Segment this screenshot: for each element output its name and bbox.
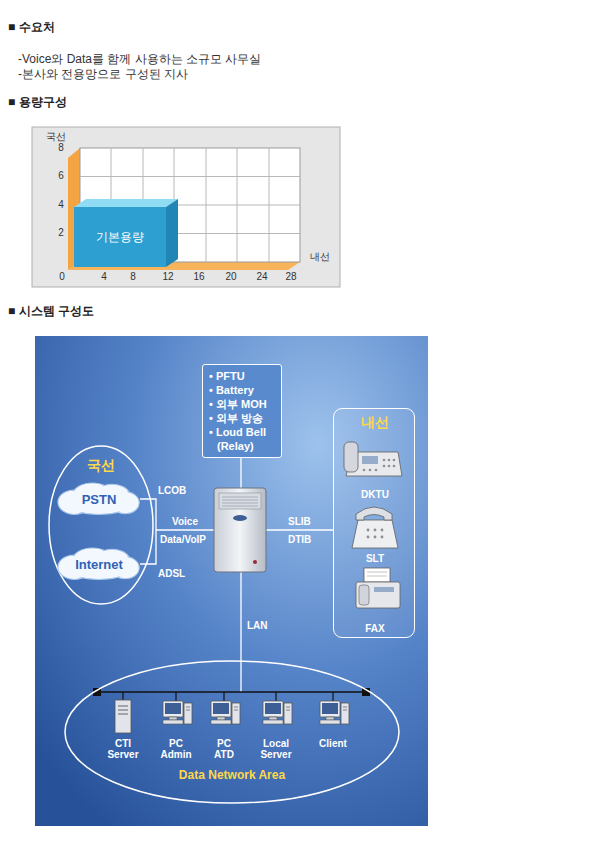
tick-label: 24 <box>256 271 267 283</box>
section-heading: ■ 수요처 <box>8 20 55 34</box>
ellipse-outline <box>65 661 399 803</box>
network-cloud: Internet <box>58 548 140 580</box>
computers <box>115 700 349 733</box>
interface-label: DTIB <box>288 534 311 546</box>
tick-label: 6 <box>58 170 64 182</box>
interface-label: Voice <box>172 516 198 528</box>
node-text: • PFTU <box>209 369 276 383</box>
tick-label: 28 <box>285 271 296 283</box>
interface-label: LCOB <box>158 485 186 497</box>
device-label: PC ATD <box>214 738 234 760</box>
network-cloud: PSTN <box>58 483 140 515</box>
tick-label: 16 <box>193 271 204 283</box>
device-label: Client <box>319 738 347 749</box>
system-unit <box>214 488 266 572</box>
node-text: • Loud Bell (Relay) <box>209 425 276 453</box>
node-text: • 외부 MOH <box>209 397 276 411</box>
tick-label: 0 <box>59 271 65 283</box>
node-text: Internet <box>75 557 123 572</box>
capacity-chart <box>32 127 340 287</box>
section-heading: ■ 용량구성 <box>8 95 67 109</box>
device-label: SLT <box>366 553 384 564</box>
system-panel <box>35 336 428 826</box>
area-title: Data Network Area <box>179 768 285 782</box>
option-box: • PFTU• Battery• 외부 MOH• 외부 방송• Loud Bel… <box>202 364 282 458</box>
group-heading: 내선 <box>361 414 389 432</box>
lan-bus <box>93 688 370 701</box>
ellipse-outline <box>64 660 400 804</box>
ellipse-outline <box>49 446 153 604</box>
extension-group: 내선 DKTU SLT FAX <box>333 408 415 638</box>
section-heading: ■ 시스템 구성도 <box>8 304 94 318</box>
data-network-area: CTI Server PC Admin PC ATD Local Server Clie… <box>64 660 400 804</box>
device-label: PC Admin <box>160 738 191 760</box>
note-line: -본사와 전용망으로 구성된 지사 <box>18 67 188 81</box>
trunk-group: 국선 PSTN Internet <box>48 445 154 605</box>
group-heading: 국선 <box>87 457 115 475</box>
node-text: PSTN <box>82 492 117 507</box>
wires <box>140 458 333 692</box>
tick-label: 12 <box>162 271 173 283</box>
capacity-block: 기본용량 <box>74 207 166 267</box>
interface-label: Data/VoIP <box>160 534 206 546</box>
device-label: DKTU <box>361 489 389 500</box>
node-text: • 외부 방송 <box>209 411 276 425</box>
axis-title: 내선 <box>310 251 330 263</box>
server-tower <box>115 700 131 733</box>
interface-label: ADSL <box>158 568 185 580</box>
node-text: • Battery <box>209 383 276 397</box>
tick-label: 20 <box>225 271 236 283</box>
device-label: Local Server <box>260 738 291 760</box>
interface-label: SLIB <box>288 516 311 528</box>
axis-title: 국선 <box>46 131 66 143</box>
tick-label: 4 <box>58 199 64 211</box>
tick-label: 4 <box>101 271 107 283</box>
tick-label: 8 <box>130 271 136 283</box>
device-label: FAX <box>365 623 384 634</box>
tick-label: 2 <box>58 227 64 239</box>
note-line: -Voice와 Data를 함께 사용하는 소규모 사무실 <box>18 52 261 66</box>
device-label: CTI Server <box>107 738 138 760</box>
node-text: 기본용량 <box>96 229 144 246</box>
tick-label: 8 <box>58 142 64 154</box>
interface-label: LAN <box>247 620 268 632</box>
